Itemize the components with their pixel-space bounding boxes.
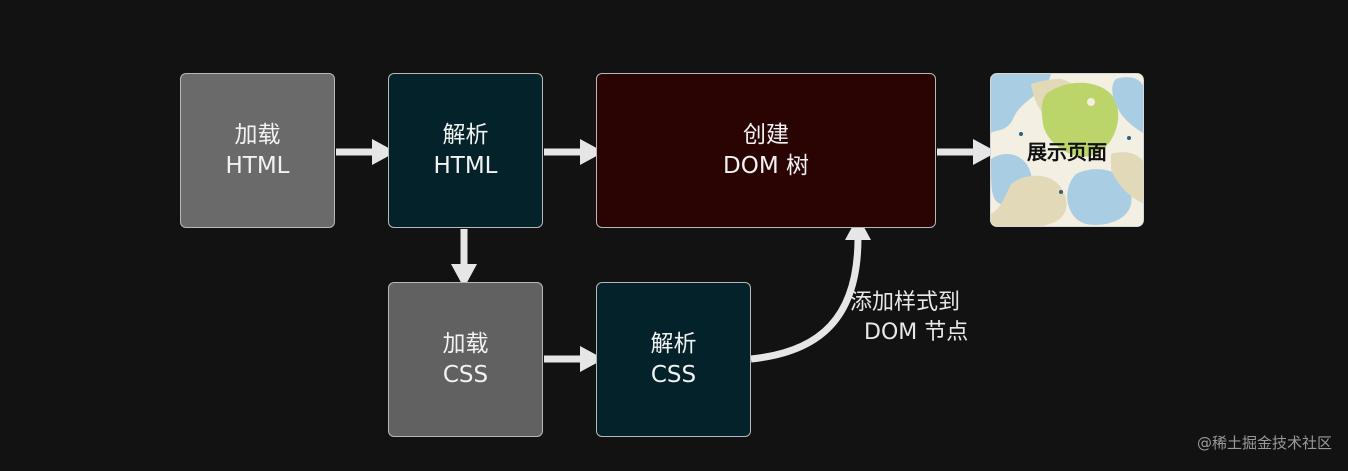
watermark: @稀土掘金技术社区 bbox=[1196, 434, 1332, 452]
display-page-label: 展示页面 bbox=[1027, 139, 1107, 164]
load-css-box: 加载 CSS bbox=[388, 282, 543, 437]
arrow-parse-css-to-dom bbox=[750, 237, 862, 363]
parse-css-line2: CSS bbox=[650, 361, 697, 388]
create-dom-line2: DOM 树 bbox=[723, 152, 809, 179]
load-html-line1: 加载 bbox=[234, 121, 281, 148]
display-page-box: 展示页面 bbox=[990, 73, 1144, 227]
colorful-blobs-image bbox=[991, 74, 1143, 226]
create-dom-line1: 创建 bbox=[743, 121, 789, 148]
parse-html-line1: 解析 bbox=[442, 121, 489, 148]
parse-html-box: 解析 HTML bbox=[388, 73, 543, 228]
parse-html-line2: HTML bbox=[433, 152, 498, 179]
add-styles-note-line2: DOM 节点 bbox=[864, 320, 969, 345]
create-dom-box: 创建 DOM 树 bbox=[596, 73, 936, 228]
load-html-box: 加载 HTML bbox=[180, 73, 335, 228]
load-css-line1: 加载 bbox=[442, 330, 489, 357]
parse-css-line1: 解析 bbox=[650, 330, 697, 357]
add-styles-note-line1: 添加样式到 bbox=[850, 290, 961, 315]
load-html-line2: HTML bbox=[225, 152, 290, 179]
parse-css-box: 解析 CSS bbox=[596, 282, 751, 437]
add-styles-note: 添加样式到 DOM 节点 bbox=[850, 288, 968, 348]
load-css-line2: CSS bbox=[442, 361, 489, 388]
